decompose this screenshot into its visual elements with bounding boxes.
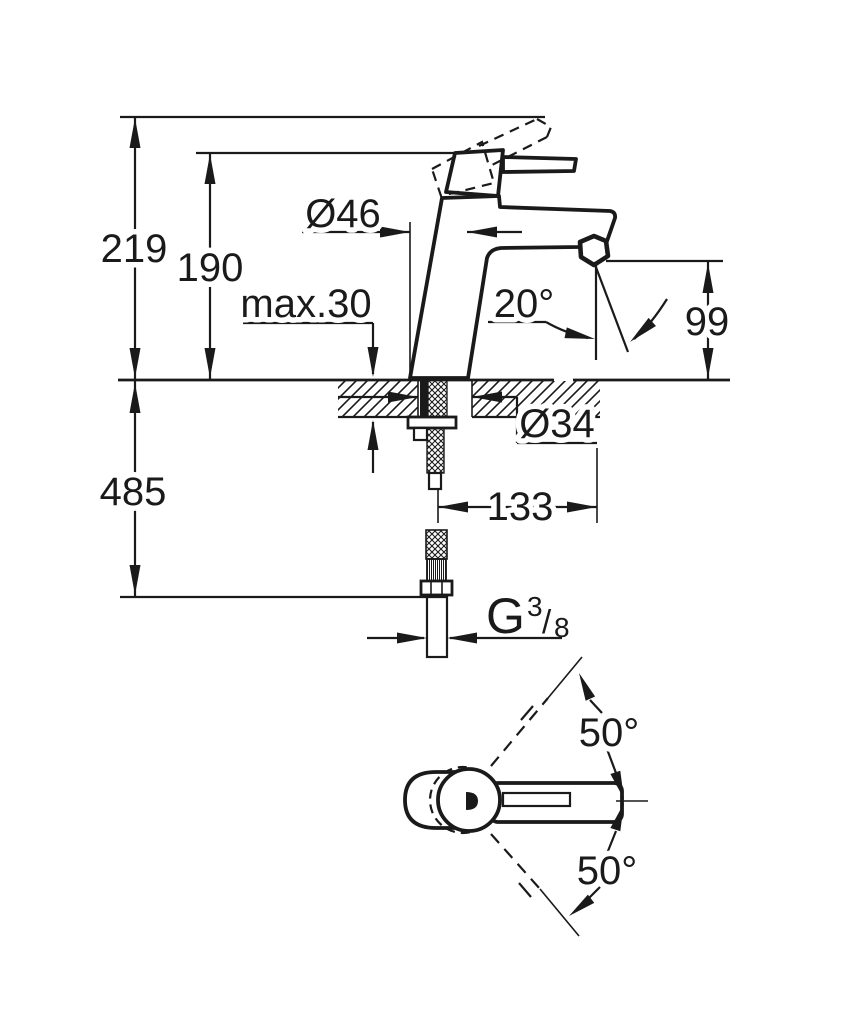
dimension-thread: G 3 / 8 xyxy=(367,588,570,644)
shank-edge xyxy=(420,379,428,417)
dim-hole-diameter-label: Ø34 xyxy=(519,402,595,446)
dim-swing-lower-label: 50° xyxy=(577,849,638,893)
dim-swing-upper-label: 50° xyxy=(579,711,640,755)
swing-line-lower-solid xyxy=(539,888,580,937)
shank-tip xyxy=(427,471,443,491)
stream-angle-line xyxy=(592,261,630,353)
dimension-mounting-thickness: max.30 xyxy=(235,277,379,473)
dimension-overall-height: 219 xyxy=(95,117,173,380)
hose-nut xyxy=(419,579,454,597)
dim-body-height-label: 190 xyxy=(177,246,244,290)
swing-line-lower-dash-offset xyxy=(518,882,532,898)
dimension-swing-upper: 50° xyxy=(573,673,645,799)
dim-below-deck-label: 485 xyxy=(100,470,167,514)
dimension-stream-angle: 20° xyxy=(488,277,668,342)
lever-inner-detail xyxy=(501,791,572,808)
dim-thread-numerator: 3 xyxy=(527,591,543,622)
aerator xyxy=(577,233,611,268)
cartridge-pin xyxy=(466,792,478,810)
dimension-spout-reach: 133 xyxy=(437,448,598,535)
dimension-body-height: 190 xyxy=(171,153,249,380)
dim-thread-g-label: G xyxy=(486,588,525,644)
dimension-swing-lower: 50° xyxy=(569,803,643,916)
dimension-below-deck: 485 xyxy=(94,381,448,599)
dim-mounting-thickness-label: max.30 xyxy=(240,282,371,326)
dimension-base-diameter: Ø46 xyxy=(300,187,522,242)
handle-base-raised-dashed xyxy=(430,140,496,198)
dim-stream-angle-label: 20° xyxy=(494,282,555,326)
hose-braid xyxy=(425,529,448,560)
swing-line-upper-solid xyxy=(547,656,583,699)
shank-rod xyxy=(426,427,445,474)
side-view: 219 190 485 99 xyxy=(94,115,735,659)
shank-thread xyxy=(427,378,448,418)
faucet-body-outline xyxy=(408,194,618,380)
swing-line-upper-dash-offset xyxy=(520,705,534,721)
dim-base-diameter-label: Ø46 xyxy=(305,192,381,236)
hose-tube xyxy=(425,593,449,659)
dim-spout-reach-label: 133 xyxy=(487,485,554,529)
lever-top-view xyxy=(488,781,624,824)
dim-thread-denominator: 8 xyxy=(554,612,570,643)
shank-step xyxy=(412,426,429,442)
handle-lever-raised-dashed xyxy=(478,118,553,166)
dimension-hole-diameter: Ø34 xyxy=(338,391,600,452)
swing-line-lower-dashed xyxy=(490,833,541,890)
dim-outlet-height-label: 99 xyxy=(685,300,730,344)
handle-lever xyxy=(501,155,578,174)
mounting-flange xyxy=(406,415,458,430)
dim-overall-height-label: 219 xyxy=(101,227,168,271)
dimension-outlet-height: 99 xyxy=(606,259,735,380)
swing-line-upper-dashed xyxy=(490,697,549,767)
dim-thread-slash: / xyxy=(542,603,552,640)
hose-ferrule xyxy=(426,558,447,583)
top-view: 50° 50° xyxy=(403,656,648,937)
